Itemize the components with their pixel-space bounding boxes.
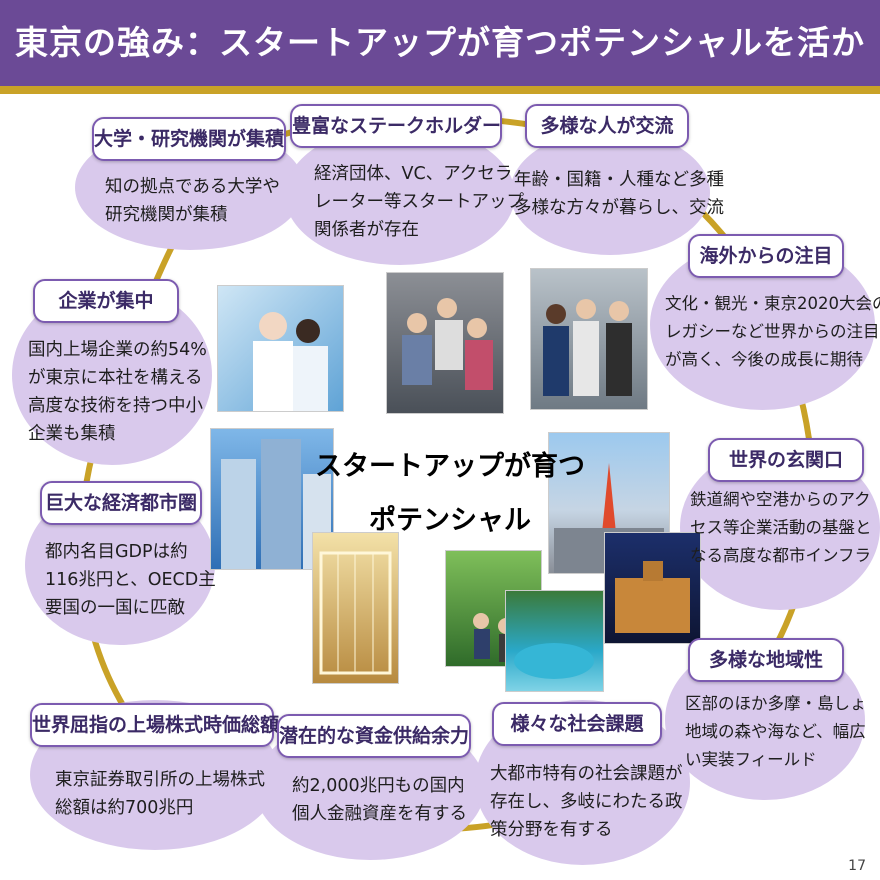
blob-stakeholders: [285, 125, 515, 265]
desc-companies-text: 国内上場企業の約54% が東京に本社を構える 高度な技術を持つ中小 企業も集積: [28, 340, 207, 444]
label-economic-area: 巨大な経済都市圏: [40, 481, 202, 525]
header-accent-bar: [0, 86, 880, 94]
desc-funding: 約2,000兆円もの国内 個人金融資産を有する: [292, 772, 467, 828]
desc-regionality-text: 区部のほか多摩・島しょ 地域の森や海など、幅広 い実装フィールド: [685, 694, 867, 769]
label-stakeholders: 豊富なステークホルダー: [290, 104, 502, 148]
label-social-issues: 様々な社会課題: [492, 702, 662, 746]
desc-regionality: 区部のほか多摩・島しょ 地域の森や海など、幅広 い実装フィールド: [685, 690, 867, 774]
label-market-cap: 世界屈指の上場株式時価総額: [30, 703, 279, 747]
desc-economic-area-text: 都内名目GDPは約 116兆円と、OECD主 要国の一国に匹敵: [45, 542, 216, 618]
center-heading-line2: ポテンシャル: [369, 505, 531, 536]
blob-diversity: [510, 130, 710, 255]
desc-university: 知の拠点である大学や 研究機関が集積: [105, 173, 280, 229]
photo-exchange-hall: [312, 532, 399, 684]
photo-students: [530, 268, 648, 410]
desc-social-issues: 大都市特有の社会課題が 存在し、多岐にわたる政 策分野を有する: [490, 760, 683, 844]
center-heading-line1: スタートアップが育つ: [315, 451, 585, 482]
desc-market-cap-text: 東京証券取引所の上場株式 総額は約700兆円: [55, 770, 265, 818]
desc-university-text: 知の拠点である大学や 研究機関が集積: [105, 177, 280, 225]
page-title: 東京の強み：スタートアップが育つポテンシャルを活かす: [15, 23, 865, 148]
label-global-attention: 海外からの注目: [688, 234, 844, 278]
desc-stakeholders-text: 経済団体、VC、アクセラ レーター等スタートアップ 関係者が存在: [314, 164, 524, 240]
photo-skyscrapers: [210, 428, 334, 570]
desc-global-attention: 文化・観光・東京2020大会の レガシーなど世界からの注目 が高く、今後の成長に…: [665, 290, 880, 374]
center-heading: スタートアップが育つ ポテンシャル: [300, 440, 600, 548]
desc-gateway-text: 鉄道網や空港からのアク セス等企業活動の基盤と なる高度な都市インフラ: [690, 490, 872, 565]
desc-companies: 国内上場企業の約54% が東京に本社を構える 高度な技術を持つ中小 企業も集積: [28, 336, 207, 448]
label-gateway: 世界の玄関口: [708, 438, 864, 482]
photo-meeting: [386, 272, 504, 414]
desc-diversity-text: 年齢・国籍・人種など多種 多様な方々が暮らし、交流: [514, 170, 724, 218]
label-companies: 企業が集中: [33, 279, 179, 323]
photo-researchers: [217, 285, 344, 412]
desc-stakeholders: 経済団体、VC、アクセラ レーター等スタートアップ 関係者が存在: [314, 160, 524, 244]
label-university: 大学・研究機関が集積: [92, 117, 286, 161]
desc-funding-text: 約2,000兆円もの国内 個人金融資産を有する: [292, 776, 467, 824]
photo-tokyo-station-night: [604, 532, 701, 644]
page-number: 17: [848, 858, 866, 874]
desc-diversity: 年齢・国籍・人種など多種 多様な方々が暮らし、交流: [514, 166, 724, 222]
desc-market-cap: 東京証券取引所の上場株式 総額は約700兆円: [55, 766, 265, 822]
desc-economic-area: 都内名目GDPは約 116兆円と、OECD主 要国の一国に匹敵: [45, 538, 216, 622]
desc-global-attention-text: 文化・観光・東京2020大会の レガシーなど世界からの注目 が高く、今後の成長に…: [665, 294, 880, 369]
label-funding: 潜在的な資金供給余力: [277, 714, 471, 758]
desc-gateway: 鉄道網や空港からのアク セス等企業活動の基盤と なる高度な都市インフラ: [690, 486, 872, 570]
label-diversity: 多様な人が交流: [525, 104, 689, 148]
photo-island-coast: [505, 590, 604, 692]
header-band: [0, 0, 880, 86]
label-regionality: 多様な地域性: [688, 638, 844, 682]
desc-social-issues-text: 大都市特有の社会課題が 存在し、多岐にわたる政 策分野を有する: [490, 764, 683, 840]
